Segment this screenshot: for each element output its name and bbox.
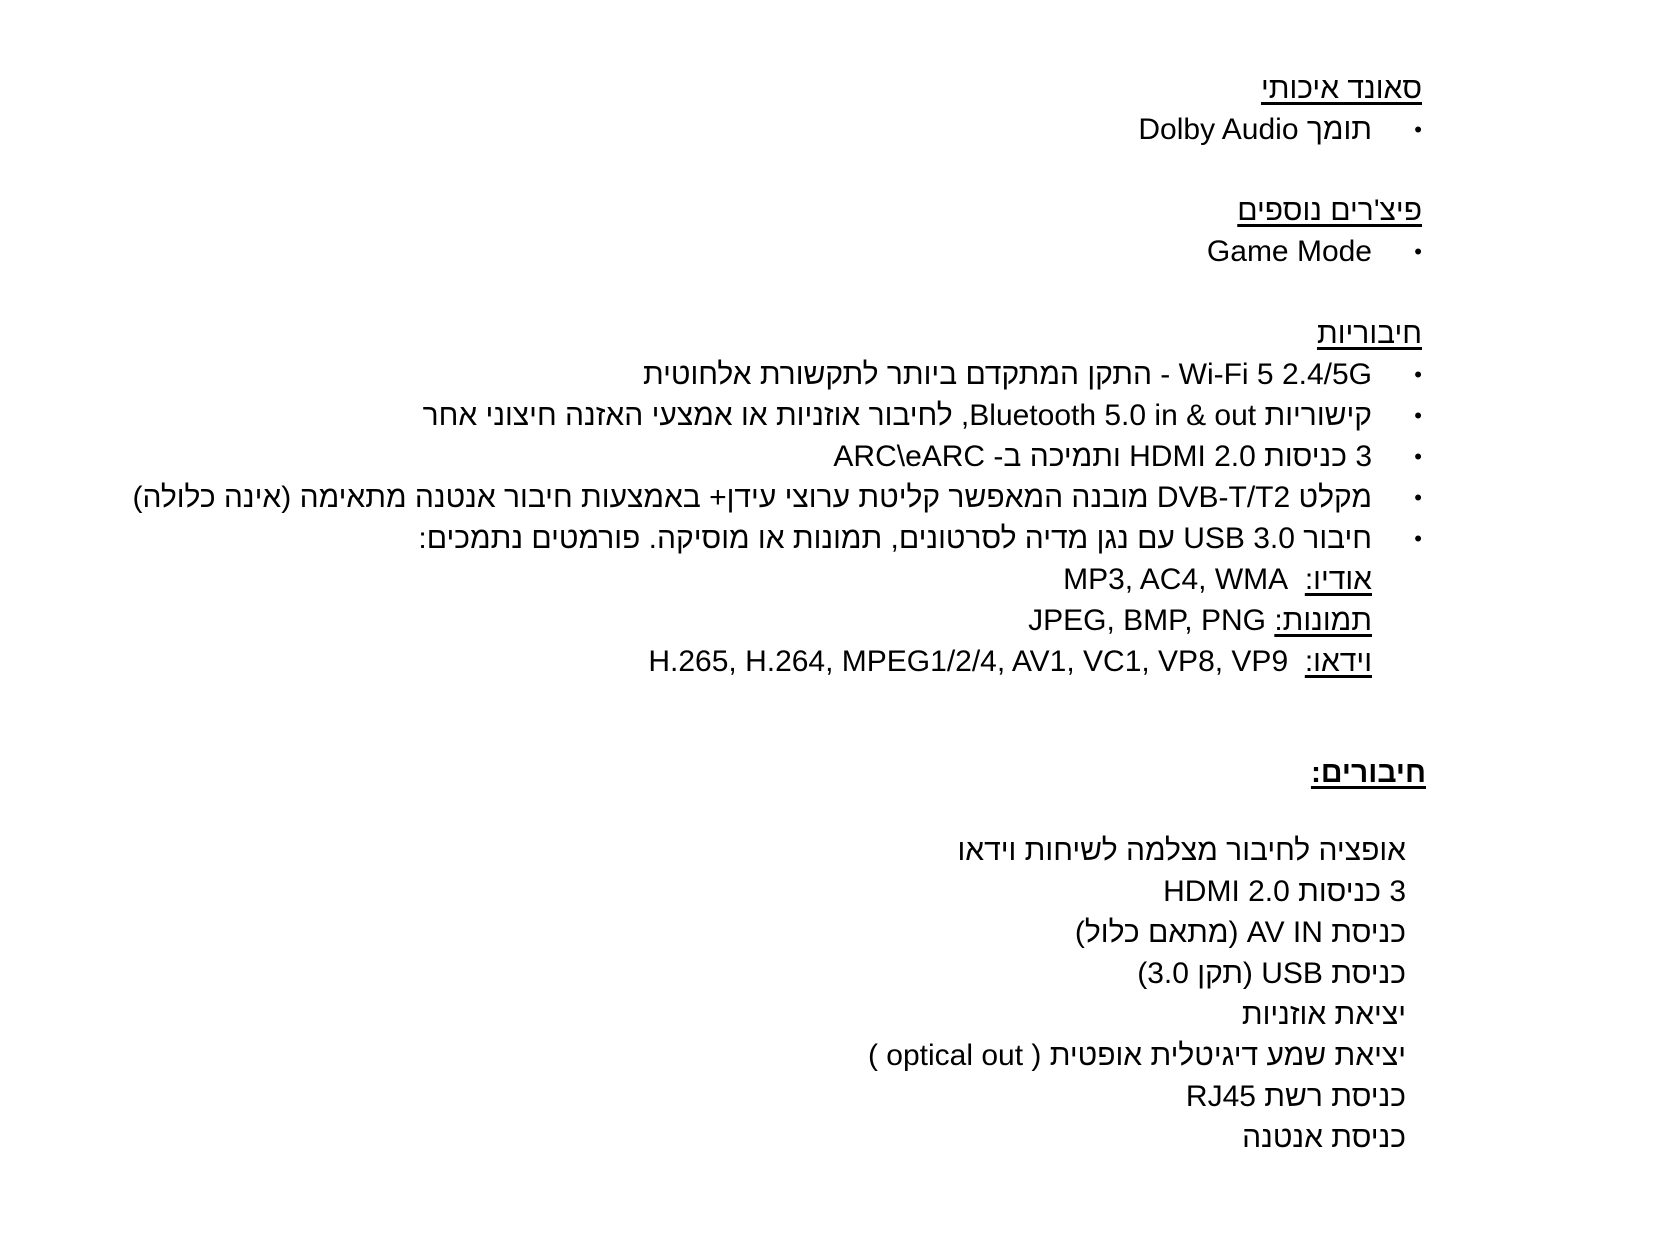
list-item: Game Mode [1207, 231, 1422, 272]
list-item: אופציה לחיבור מצלמה לשיחות וידאו [957, 834, 1407, 867]
features-heading: פיצ'רים נוספים [1237, 194, 1422, 227]
connectivity-heading: חיבוריות [1316, 317, 1422, 350]
sound-heading: סאונד איכותי [1260, 72, 1422, 105]
sound-list: תומך Dolby Audio [1138, 109, 1422, 150]
list-item: כניסת רשת RJ45 [1185, 1080, 1406, 1113]
format-label: תמונות: [1274, 604, 1372, 637]
list-item: יציאת אוזניות [1241, 998, 1406, 1031]
list-item: מקלט DVB-T/T2 מובנה המאפשר קליטת ערוצי ע… [132, 477, 1422, 518]
connectivity-list: Wi-Fi 5 2.4/5G - התקן המתקדם ביותר לתקשו… [132, 354, 1422, 559]
format-video: וידאו: H.265, H.264, MPEG1/2/4, AV1, VC1… [132, 641, 1422, 682]
list-item: יציאת שמע דיגיטלית אופטית ( optical out … [867, 1039, 1406, 1072]
format-images: תמונות: JPEG, BMP, PNG [132, 600, 1422, 641]
list-item: תומך Dolby Audio [1138, 109, 1422, 150]
format-label: וידאו: [1304, 645, 1372, 678]
list-item: קישוריות Bluetooth 5.0 in & out, לחיבור … [132, 395, 1422, 436]
list-item: Wi-Fi 5 2.4/5G - התקן המתקדם ביותר לתקשו… [132, 354, 1422, 395]
format-value: JPEG, BMP, PNG [1028, 604, 1266, 637]
list-item: 3 כניסות HDMI 2.0 ותמיכה ב- ARC\eARC [132, 436, 1422, 477]
connectivity-section: חיבוריות Wi-Fi 5 2.4/5G - התקן המתקדם בי… [132, 313, 1422, 682]
list-item: כניסת AV IN (מתאם כלול) [1074, 916, 1406, 949]
sound-section: סאונד איכותי תומך Dolby Audio [1138, 68, 1422, 150]
format-value: MP3, AC4, WMA [1063, 563, 1289, 596]
list-item: כניסת USB (תקן 3.0) [1137, 957, 1406, 990]
ports-section: חיבורים: [1311, 752, 1426, 793]
features-section: פיצ'רים נוספים Game Mode [1207, 190, 1422, 272]
format-value: H.265, H.264, MPEG1/2/4, AV1, VC1, VP8, … [648, 645, 1289, 678]
list-item: כניסת אנטנה [1242, 1121, 1406, 1154]
list-item: חיבור USB 3.0 עם נגן מדיה לסרטונים, תמונ… [132, 518, 1422, 559]
format-label: אודיו: [1304, 563, 1372, 596]
format-audio: אודיו: MP3, AC4, WMA [132, 559, 1422, 600]
features-list: Game Mode [1207, 231, 1422, 272]
ports-heading: חיבורים: [1310, 756, 1426, 789]
ports-list: אופציה לחיבור מצלמה לשיחות וידאו 3 כניסו… [868, 830, 1406, 1158]
list-item: 3 כניסות HDMI 2.0 [1163, 875, 1406, 908]
